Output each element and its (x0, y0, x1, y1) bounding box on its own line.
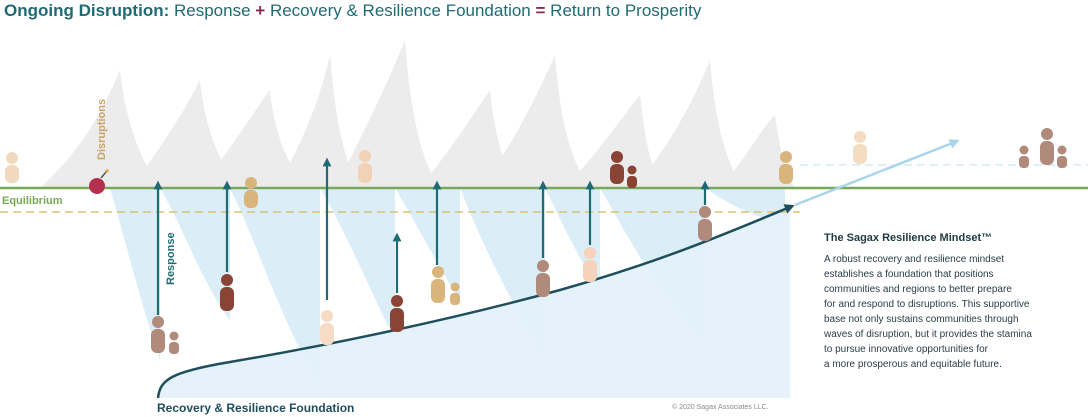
mindset-heading: The Sagax Resilience Mindset™ (824, 232, 993, 244)
title-plus: + (255, 1, 266, 20)
person-icon (583, 247, 597, 282)
response-arrows (153, 157, 710, 315)
person-icon (431, 266, 445, 303)
person-icon (698, 206, 712, 241)
mindset-panel: The Sagax Resilience Mindset™ A robust r… (824, 232, 1086, 372)
page-title: Ongoing Disruption: Response + Recovery … (4, 0, 701, 22)
person-icon (169, 331, 179, 354)
person-icon (358, 150, 372, 183)
copyright-notice: © 2020 Sagax Associates LLC. (672, 404, 769, 411)
person-icon (320, 310, 334, 345)
disruption-peaks (40, 40, 795, 188)
disruptions-label: Disruptions (96, 98, 108, 160)
response-label: Response (165, 232, 177, 285)
person-icon (1057, 145, 1067, 168)
person-icon (1040, 128, 1054, 165)
person-icon (390, 295, 404, 332)
title-equals: = (535, 1, 546, 20)
person-icon (610, 151, 624, 184)
person-icon (779, 151, 793, 184)
equilibrium-label: Equilibrium (2, 195, 63, 207)
title-part-disruption: Ongoing Disruption: (4, 1, 170, 20)
title-part-response: Response (173, 1, 251, 20)
title-part-prosperity: Return to Prosperity (550, 1, 702, 20)
person-icon (151, 316, 165, 353)
person-icon (1019, 145, 1029, 168)
title-part-foundation: Recovery & Resilience Foundation (269, 1, 531, 20)
mindset-body: A robust recovery and resilience mindset… (824, 254, 1032, 370)
person-icon (220, 274, 234, 311)
people-figures (5, 128, 1067, 354)
person-icon (536, 260, 550, 297)
person-icon (5, 152, 19, 183)
foundation-area (158, 207, 790, 398)
person-icon (244, 177, 258, 208)
person-icon (853, 131, 867, 164)
bomb-icon (89, 169, 109, 194)
recovery-curve (156, 204, 795, 399)
prosperity-arrow (794, 139, 960, 207)
foundation-label: Recovery & Resilience Foundation (157, 401, 355, 415)
person-icon (450, 282, 460, 305)
person-icon (627, 165, 637, 188)
